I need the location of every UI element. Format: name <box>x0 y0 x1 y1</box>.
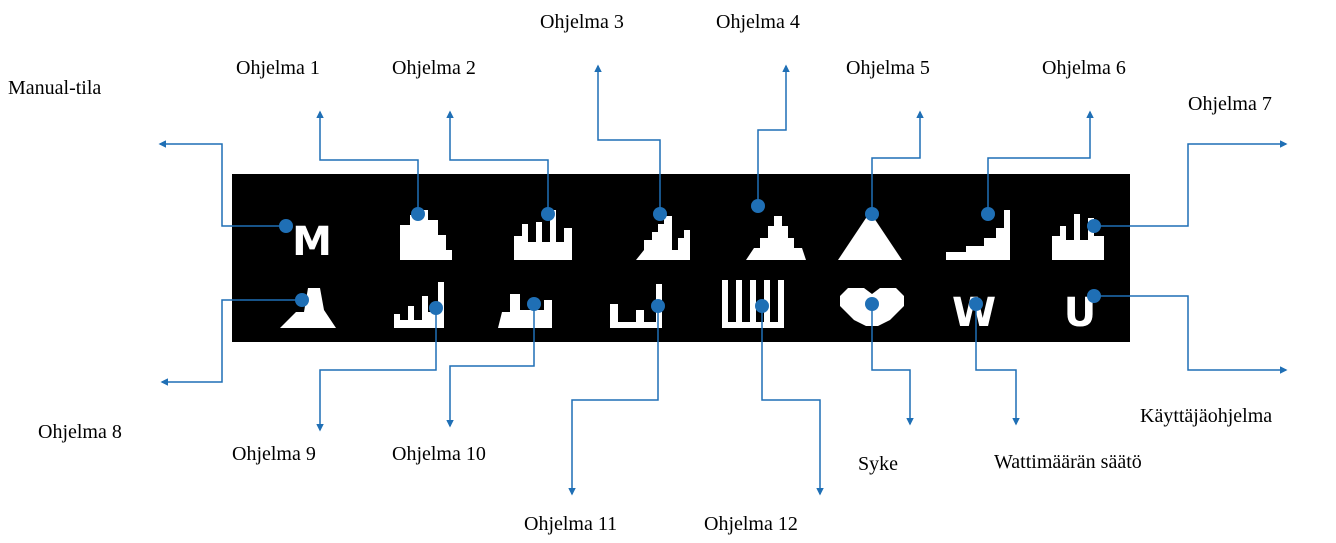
anchor-dot <box>541 207 555 221</box>
anchor-dot <box>969 297 983 311</box>
connector-manual <box>158 140 286 227</box>
label-program-3: Ohjelma 3 <box>540 11 624 33</box>
connector-p7 <box>1094 140 1288 227</box>
connector-p10 <box>446 304 535 428</box>
anchor-dot <box>295 293 309 307</box>
label-program-4: Ohjelma 4 <box>716 11 800 33</box>
label-program-6: Ohjelma 6 <box>1042 57 1126 79</box>
connector-p1 <box>316 110 419 214</box>
label-program-11: Ohjelma 11 <box>524 513 618 535</box>
connector-p2 <box>446 110 549 214</box>
connector-p5 <box>871 110 924 214</box>
program-5-icon <box>836 200 916 270</box>
anchor-dot <box>865 297 879 311</box>
anchor-dot <box>1087 219 1101 233</box>
connector-p12 <box>761 306 824 496</box>
anchor-dot <box>653 207 667 221</box>
label-user-program: Käyttäjäohjelma <box>1140 405 1273 427</box>
program-10-icon <box>492 270 572 340</box>
label-program-2: Ohjelma 2 <box>392 57 476 79</box>
connector-user <box>1094 295 1288 374</box>
label-heart-rate: Syke <box>858 453 898 475</box>
anchor-dot <box>411 207 425 221</box>
connector-p3 <box>594 64 661 214</box>
connector-heart <box>871 304 914 426</box>
program-8-icon <box>276 270 356 340</box>
manual-mode-icon: M <box>272 200 352 270</box>
program-2-icon <box>508 200 588 270</box>
label-manual: Manual-tila <box>8 77 102 99</box>
connector-watt <box>975 304 1020 426</box>
anchor-dot <box>981 207 995 221</box>
anchor-dot <box>279 219 293 233</box>
anchor-dot <box>755 299 769 313</box>
label-program-8: Ohjelma 8 <box>38 421 122 443</box>
label-program-1: Ohjelma 1 <box>236 57 320 79</box>
connector-p9 <box>316 308 437 432</box>
label-watt-control: Wattimäärän säätö <box>994 451 1142 473</box>
program-3-icon <box>628 200 708 270</box>
connector-p6 <box>987 110 1094 214</box>
anchor-dot <box>429 301 443 315</box>
anchor-dot <box>1087 289 1101 303</box>
program-11-icon <box>606 270 686 340</box>
anchor-dot <box>651 299 665 313</box>
svg-text:M: M <box>292 219 332 265</box>
program-4-icon <box>742 200 822 270</box>
program-12-icon <box>716 270 796 340</box>
program-1-icon <box>392 200 472 270</box>
label-program-5: Ohjelma 5 <box>846 57 930 79</box>
anchor-dot <box>527 297 541 311</box>
label-program-7: Ohjelma 7 <box>1188 93 1272 115</box>
label-program-12: Ohjelma 12 <box>704 513 798 535</box>
program-9-icon <box>390 270 470 340</box>
label-program-10: Ohjelma 10 <box>392 443 486 465</box>
label-program-9: Ohjelma 9 <box>232 443 316 465</box>
connector-p8 <box>160 299 302 386</box>
connector-p11 <box>568 306 659 496</box>
anchor-dot <box>865 207 879 221</box>
connector-p4 <box>757 64 790 206</box>
anchor-dot <box>751 199 765 213</box>
program-6-icon <box>944 200 1024 270</box>
